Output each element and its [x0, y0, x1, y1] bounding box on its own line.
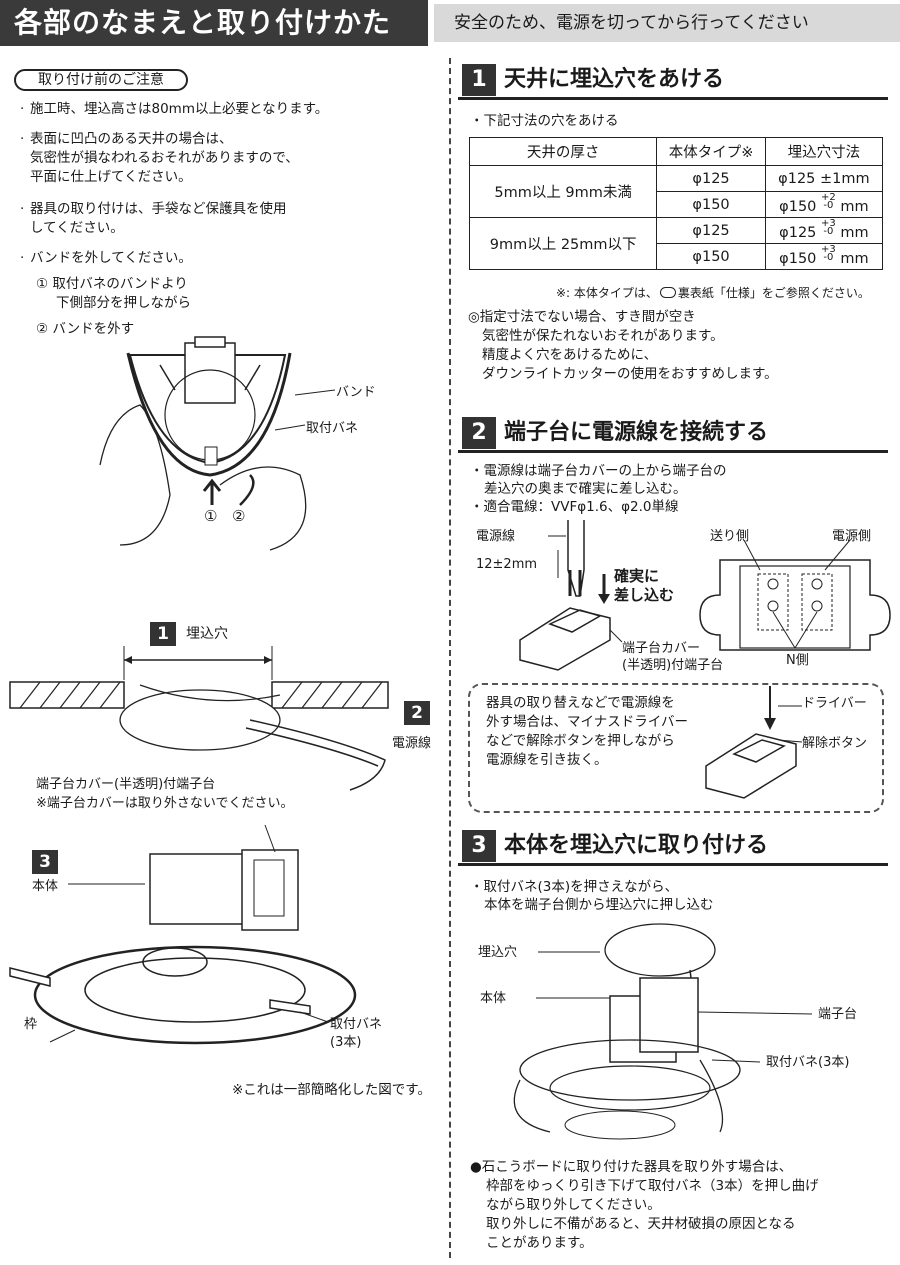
wire-label-2: 電源線 [476, 529, 516, 544]
simplified-note: ※これは一部簡略化した図です。 [232, 1082, 431, 1098]
body-label: 本体 [32, 879, 59, 894]
thickness-group-2: 9mm以上 25mm以下 [468, 217, 658, 270]
refer-icon [659, 287, 676, 298]
ceiling-illustration [9, 646, 389, 791]
step1-header: 1 天井に埋込穴をあける [458, 60, 888, 100]
send-side-label: 送り側 [710, 529, 750, 544]
type-cell: φ125 [656, 165, 766, 192]
hole-number: 1 [150, 622, 176, 646]
step3-note: 取り外しに不備があると、天井材破損の原因となる [486, 1216, 796, 1232]
step3-note: ●石こうボードに取り付けた器具を取り外す場合は、 [470, 1159, 793, 1175]
page-title: 各部のなまえと取り付けかた [0, 0, 428, 46]
terminal-note: ※端子台カバーは取り外さないでください。 [36, 796, 294, 811]
band-step-2: ② バンドを外す [36, 321, 135, 337]
precaution-item: ·バンドを外してください。 [20, 250, 192, 266]
col-body-type: 本体タイプ※ [656, 137, 766, 166]
wire-removal-note-box [468, 683, 884, 813]
step-mark-2: ② [232, 507, 246, 525]
caution-line: ダウンライトカッターの使用をおすすめします。 [482, 366, 778, 382]
table-footnote: ※: 本体タイプは、裏表紙「仕様」をご参照ください。 [556, 286, 870, 300]
frame-label: 枠 [24, 1017, 38, 1032]
precaution-item: 気密性が損なわれるおそれがありますので、 [30, 150, 299, 166]
step3-note: 枠部をゆっくり引き下げて取付バネ（3本）を押し曲げ [486, 1178, 819, 1194]
band-label: バンド [336, 385, 376, 400]
thickness-group-1: 5mm以上 9mm未満 [468, 165, 658, 218]
caution-line: 精度よく穴をあけるために、 [482, 347, 658, 363]
step3-note: ことがあります。 [486, 1235, 593, 1251]
step3-line: ・取付バネ(3本)を押さえながら、 [470, 879, 679, 895]
col-ceiling-thickness: 天井の厚さ [468, 137, 658, 166]
source-side-label: 電源側 [832, 529, 872, 544]
page-header: 各部のなまえと取り付けかた 安全のため、電源を切ってから行ってください [0, 0, 900, 46]
column-divider [449, 58, 451, 1258]
terminal-label-2b: (半透明)付端子台 [622, 658, 724, 673]
wire-label: 電源線 [392, 736, 432, 751]
terminal-block-diagram [699, 539, 891, 651]
step3-header: 3 本体を埋込穴に取り付ける [458, 826, 888, 866]
type-cell: φ125 [656, 217, 766, 244]
band-removal-illustration [99, 336, 336, 551]
strip-length: 12±2mm [476, 557, 538, 572]
caution-line: ◎指定寸法でない場合、すき間が空き [468, 309, 696, 325]
spring-3-label: 取付バネ [330, 1017, 383, 1032]
terminal-label: 端子台カバー(半透明)付端子台 [36, 777, 216, 792]
wire-number: 2 [404, 701, 430, 725]
step1-number: 1 [462, 64, 496, 96]
precaution-item: ·施工時、埋込高さは80mm以上必要となります。 [20, 101, 329, 117]
type-cell: φ150 [656, 191, 766, 218]
step2-header: 2 端子台に電源線を接続する [458, 413, 888, 453]
removal-line: 電源線を引き抜く。 [486, 752, 608, 768]
step3-number: 3 [462, 830, 496, 862]
spring-label: 取付バネ [306, 421, 359, 436]
insert-text-2: 差し込む [614, 586, 675, 604]
removal-line: などで解除ボタンを押しながら [486, 733, 675, 749]
removal-line: 外す場合は、マイナスドライバー [486, 714, 688, 730]
step1-title: 天井に埋込穴をあける [504, 67, 725, 92]
col-hole-size: 埋込穴寸法 [764, 137, 884, 166]
spring-label-3: 取付バネ(3本) [766, 1055, 850, 1070]
install-body-illustration [513, 923, 813, 1140]
body-number: 3 [32, 850, 58, 874]
insert-text-1: 確実に [614, 567, 660, 585]
step2-line: 差込穴の奥まで確実に差し込む。 [484, 481, 687, 497]
step3-note: ながら取り外してください。 [486, 1197, 661, 1213]
safety-notice: 安全のため、電源を切ってから行ってください [434, 4, 900, 42]
caution-line: 気密性が保たれないおそれがあります。 [482, 328, 724, 344]
hole-label: 埋込穴 [186, 626, 228, 642]
precaution-item: ·表面に凹凸のある天井の場合は、 [20, 131, 233, 147]
hole-size-table: 天井の厚さ 本体タイプ※ 埋込穴寸法 5mm以上 9mm未満 φ125 φ125… [468, 137, 884, 270]
release-button-illustration [705, 686, 803, 799]
precaution-item: してください。 [30, 220, 124, 236]
band-step-1b: 下側部分を押しながら [56, 295, 191, 311]
size-cell: φ150 +3-0 mm [764, 243, 884, 270]
type-cell: φ150 [656, 243, 766, 270]
size-cell: φ150 +2-0 mm [764, 191, 884, 218]
step3-title: 本体を埋込穴に取り付ける [504, 833, 769, 858]
terminal-label-2a: 端子台カバー [622, 641, 701, 656]
wire-insert-illustration [519, 520, 623, 671]
downlight-body-illustration [9, 824, 357, 1045]
hole-label-3: 埋込穴 [478, 945, 518, 960]
step2-title: 端子台に電源線を接続する [504, 420, 769, 445]
release-button-label: 解除ボタン [802, 736, 868, 751]
step3-line: 本体を端子台側から埋込穴に押し込む [484, 897, 714, 913]
precaution-item: 平面に仕上げてください。 [30, 169, 192, 185]
driver-label: ドライバー [802, 696, 867, 711]
precautions-title: 取り付け前のご注意 [14, 69, 188, 91]
step2-line: ・適合電線：VVFφ1.6、φ2.0単線 [470, 499, 679, 515]
spring-3-count: (3本) [330, 1035, 362, 1050]
step-mark-1: ① [204, 507, 218, 525]
terminal-label-3: 端子台 [818, 1007, 858, 1022]
precaution-item: ·器具の取り付けは、手袋など保護具を使用 [20, 201, 287, 217]
step1-lead: ・下記寸法の穴をあける [470, 113, 619, 129]
size-cell: φ125 +3-0 mm [764, 217, 884, 244]
band-step-1: ① 取付バネのバンドより [36, 276, 188, 292]
step2-number: 2 [462, 417, 496, 449]
n-side-label: N側 [786, 653, 809, 668]
body-label-3: 本体 [480, 991, 507, 1006]
removal-line: 器具の取り替えなどで電源線を [486, 695, 675, 711]
step2-line: ・電源線は端子台カバーの上から端子台の [470, 463, 727, 479]
size-cell: φ125 ±1mm [764, 165, 884, 192]
